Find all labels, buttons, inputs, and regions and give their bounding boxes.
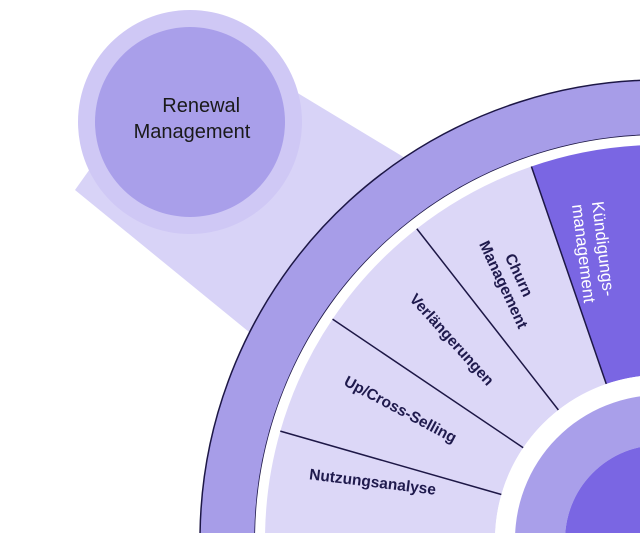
center-core <box>565 447 640 533</box>
segment-up-cross-selling <box>280 319 524 495</box>
segment-dividers <box>280 166 607 496</box>
segment-divider <box>280 430 502 496</box>
segment-divider <box>332 318 524 449</box>
segment-wedges <box>265 145 640 533</box>
segment-churn-management <box>416 166 607 410</box>
renewal-management-bubble <box>95 27 285 217</box>
center-ring <box>515 396 640 533</box>
segment-verlaengerungen <box>332 228 559 448</box>
bubble-label-line-2: Management <box>134 121 251 143</box>
bubble-label-line-1: Renewal <box>162 95 240 117</box>
segment-nutzungsanalyse <box>265 431 502 533</box>
segment-kuendigungsmanagement <box>531 145 640 384</box>
bubble-label: Renewal Management <box>134 95 251 143</box>
inner-gap <box>495 376 640 533</box>
segment-divider <box>530 166 607 385</box>
segment-divider <box>416 228 560 411</box>
